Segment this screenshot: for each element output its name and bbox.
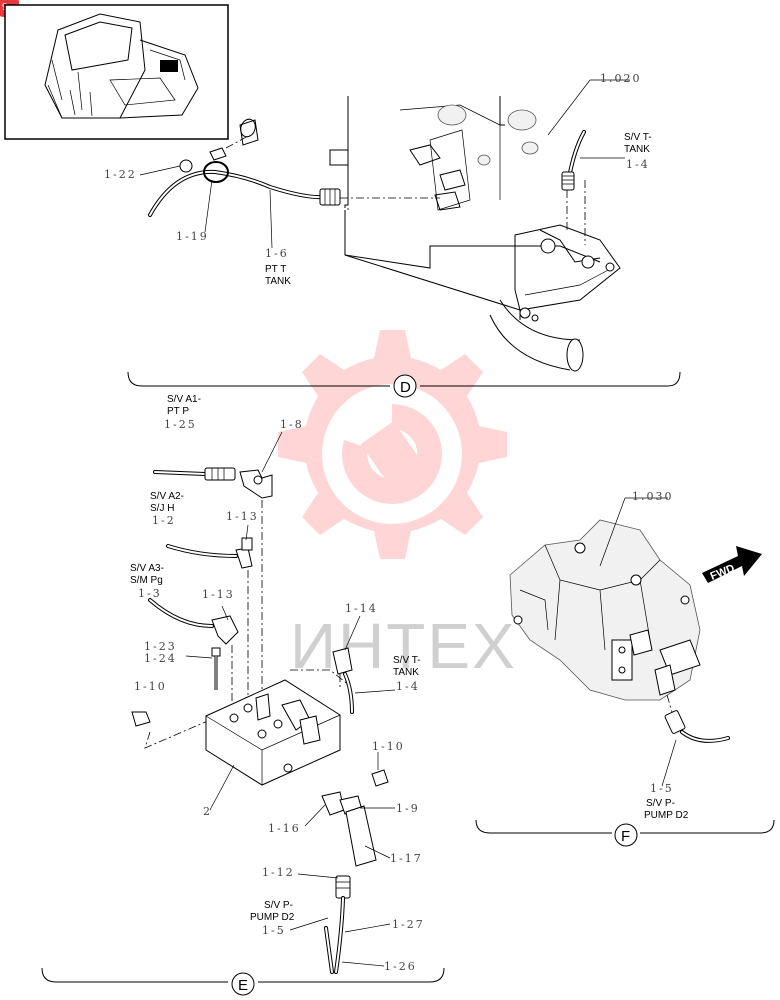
callout-1-25: 1-25 — [164, 418, 197, 431]
callout-1-27: 1-27 — [392, 918, 425, 931]
callout-2: 2 — [203, 805, 212, 818]
callout-1-020: 1.020 — [600, 72, 642, 85]
label-sv-a2-line2: S/J H — [150, 503, 174, 514]
section-e-label: E — [238, 977, 248, 994]
label-pt-tank-line2: TANK — [265, 276, 291, 287]
section-e-assembly — [131, 431, 396, 974]
callout-1-4-mid: 1-4 — [396, 680, 420, 693]
callout-1-10-left: 1-10 — [134, 680, 167, 693]
section-f-assembly — [509, 497, 762, 787]
machine-inset — [4, 4, 229, 140]
callout-1-030: 1.030 — [632, 490, 674, 503]
section-e-bracket — [41, 967, 445, 983]
section-d-bracket — [127, 371, 681, 387]
label-sv-p-pump-f-line2: PUMP D2 — [644, 810, 689, 821]
label-sv-p-pump-f-line1: S/V P- — [646, 798, 675, 809]
callout-1-14: 1-14 — [345, 602, 378, 615]
section-f-bracket — [475, 819, 775, 834]
callout-1-24: 1-24 — [144, 652, 177, 665]
callout-1-3: 1-3 — [138, 587, 162, 600]
label-sv-t-tank-top-line1: S/V T- — [624, 132, 652, 143]
callout-1-13-upper: 1-13 — [226, 510, 259, 523]
section-d-label: D — [400, 379, 411, 396]
watermark-gear-logo — [278, 330, 507, 559]
callout-1-23: 1-23 — [144, 640, 177, 653]
callout-1-16: 1-16 — [268, 822, 301, 835]
label-sv-p-pump-e-line2: PUMP D2 — [250, 912, 295, 923]
label-sv-a3-line1: S/V A3- — [130, 563, 164, 574]
section-f-marker — [614, 823, 638, 847]
callout-1-12: 1-12 — [262, 866, 295, 879]
label-sv-a2-line1: S/V A2- — [150, 491, 184, 502]
label-sv-t-tank-top-line2: TANK — [624, 144, 650, 155]
label-sv-p-pump-e-line1: S/V P- — [264, 900, 293, 911]
callout-1-5-f: 1-5 — [650, 782, 674, 795]
label-sv-t-tank-mid-line2: TANK — [393, 667, 419, 678]
callout-1-5-e: 1-5 — [262, 924, 286, 937]
callout-1-2: 1-2 — [152, 514, 176, 527]
callout-1-22: 1-22 — [104, 168, 137, 181]
callout-1-19: 1-19 — [176, 230, 209, 243]
callout-1-13-lower: 1-13 — [202, 588, 235, 601]
label-sv-a1-line2: PT P — [167, 406, 189, 417]
section-e-marker — [231, 972, 255, 996]
callout-1-26: 1-26 — [384, 960, 417, 973]
section-d-marker — [393, 374, 417, 398]
callout-1-10-right: 1-10 — [372, 740, 405, 753]
callout-1-4-top: 1-4 — [626, 158, 650, 171]
label-pt-tank-line1: PT T — [265, 264, 286, 275]
section-f-label: F — [621, 828, 630, 845]
callout-1-6: 1-6 — [265, 247, 289, 260]
callout-1-8: 1-8 — [280, 418, 304, 431]
label-sv-a3-line2: S/M Pg — [130, 575, 163, 586]
callout-1-9: 1-9 — [396, 802, 420, 815]
label-sv-a1-line1: S/V A1- — [167, 394, 201, 405]
section-d-assembly — [139, 79, 630, 372]
label-sv-t-tank-mid-line1: S/V T- — [393, 655, 421, 666]
fwd-label: FWD — [709, 562, 737, 583]
callout-1-17: 1-17 — [390, 852, 423, 865]
